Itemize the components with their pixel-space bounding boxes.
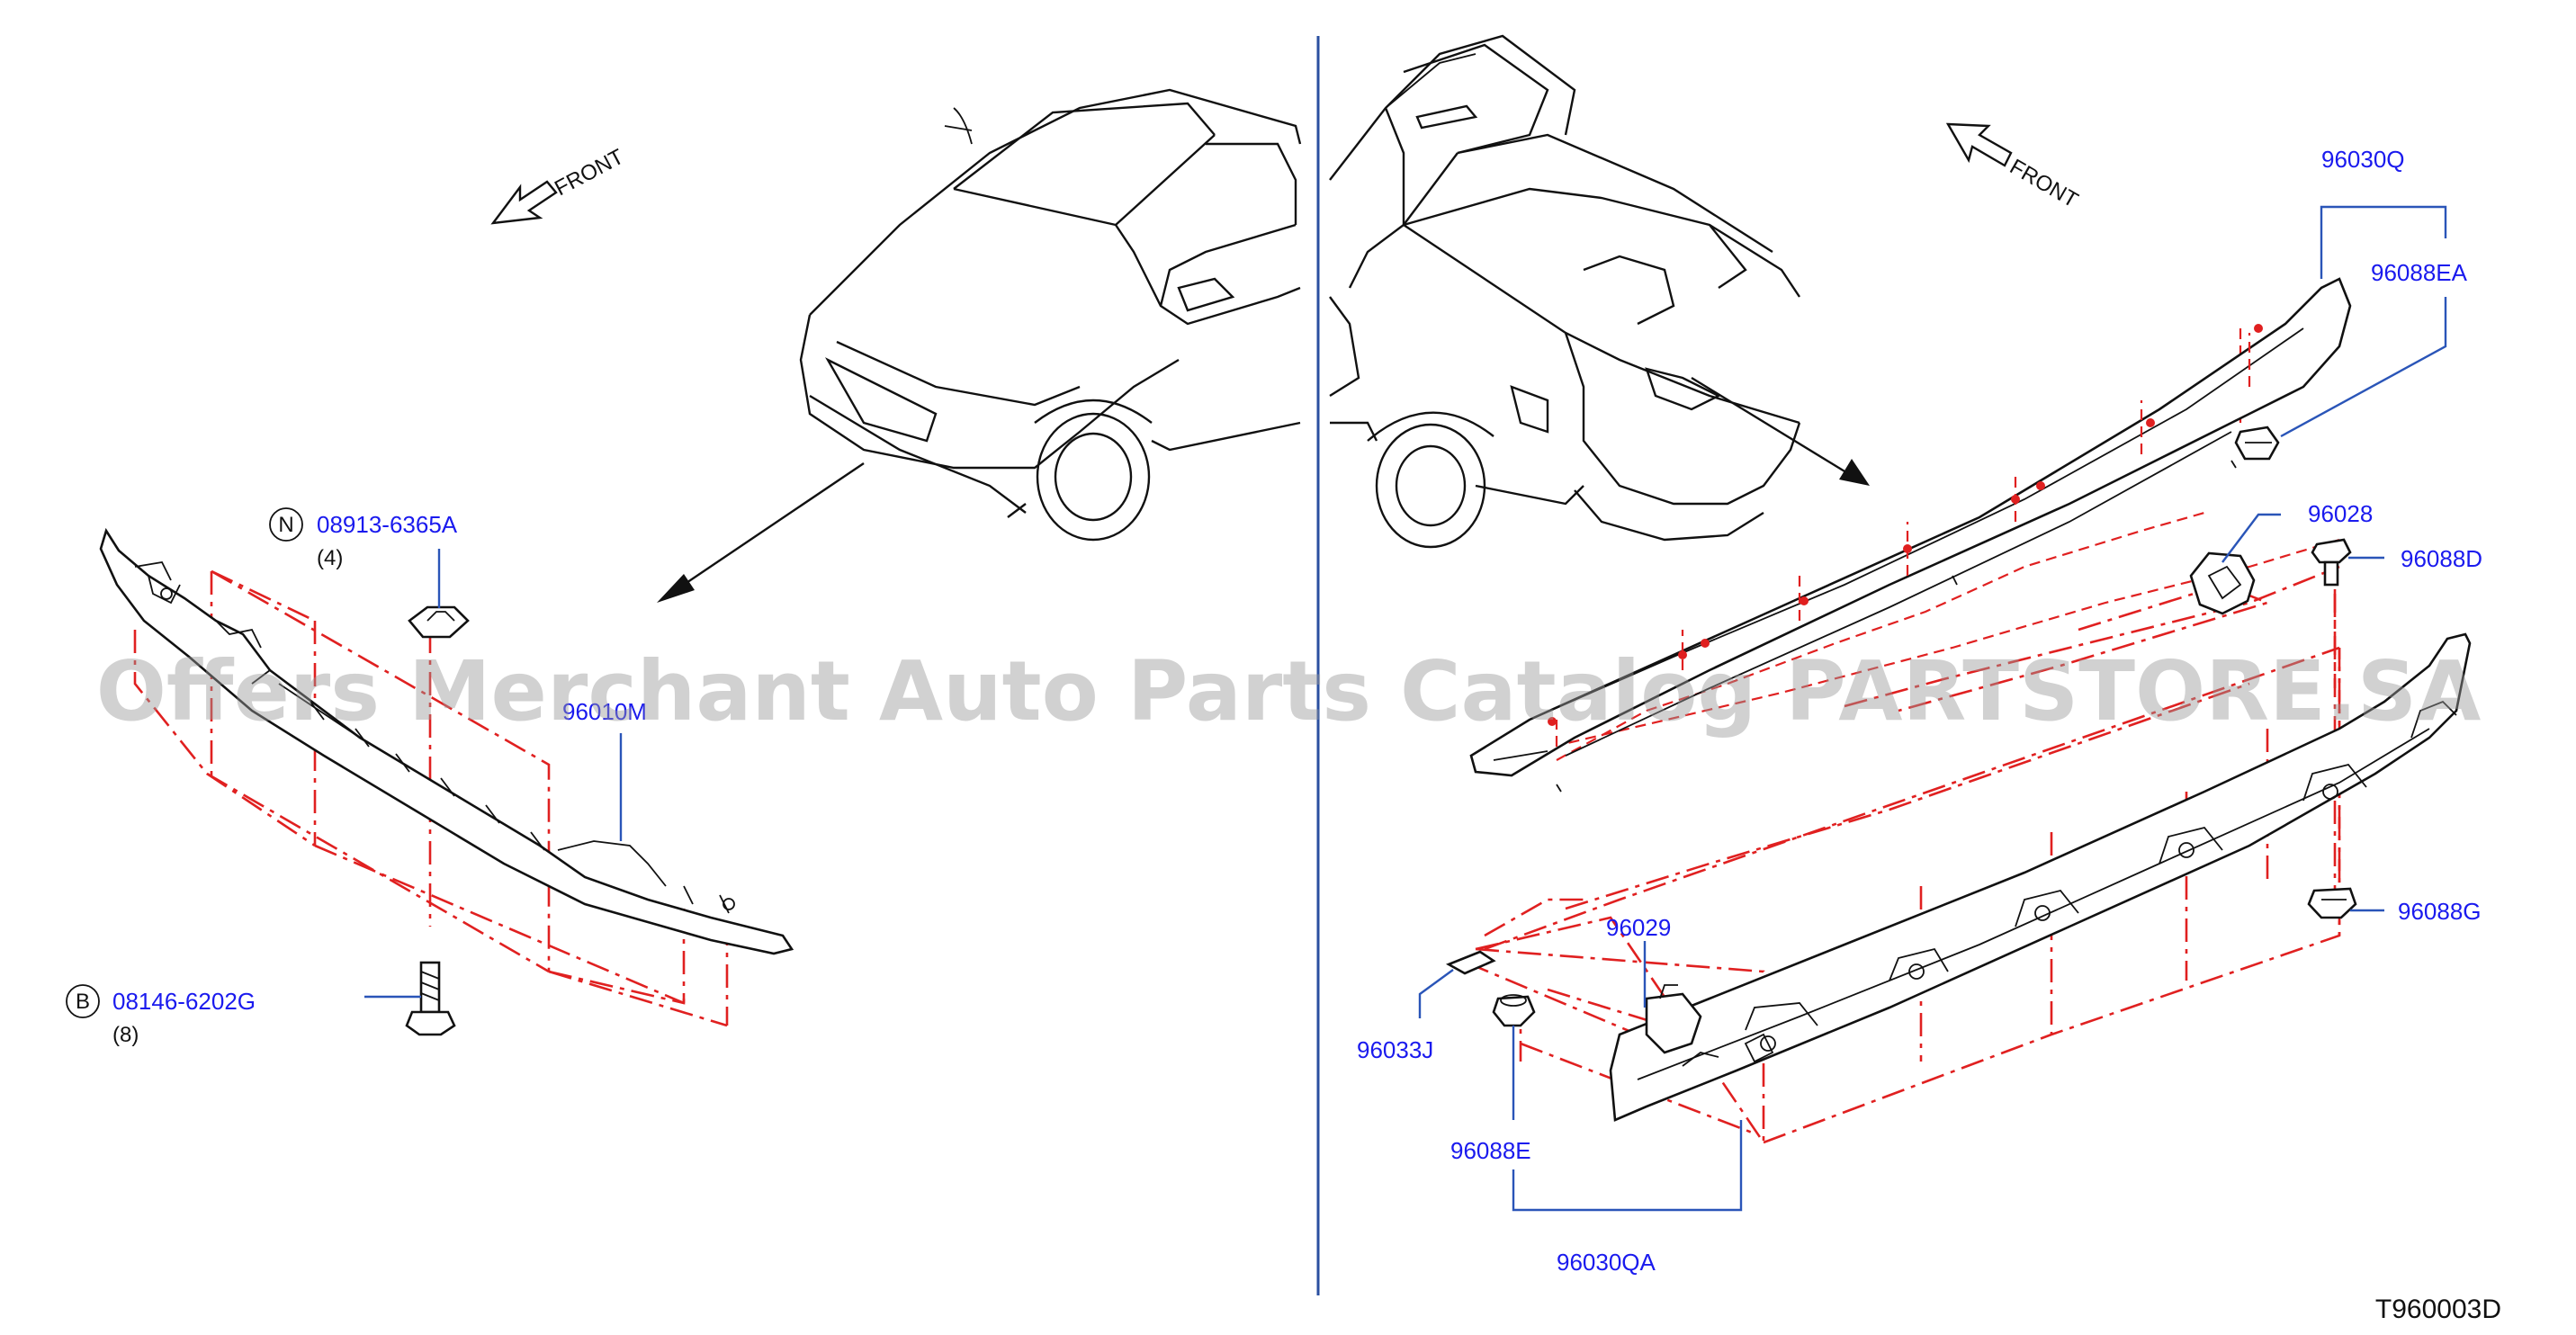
rear-vehicle-illustration [1329,34,1801,549]
clip-96088EA [2234,426,2280,461]
bracket-96028 [2189,551,2256,615]
callout-08913-6365A: N 08913-6365A (4) [269,507,458,570]
leader-96028 [2221,513,2281,563]
symbol-n: N [278,513,293,537]
side-step-lower [1609,632,2472,1122]
callout-08146-6202G: B 08146-6202G (8) [66,984,256,1047]
phantom-lines-left [133,569,729,1027]
clip-96088D [2311,538,2352,587]
label-96088EA: 96088EA [2371,259,2468,286]
label-96088D: 96088D [2401,545,2482,572]
cap-96033J [1445,950,1496,975]
label-08913-6365A: 08913-6365A [317,511,458,538]
symbol-b: B [76,990,90,1014]
clip-96088G [2307,887,2357,919]
callout-96010M: 96010M [562,698,647,725]
detail-arrow-left [657,462,865,603]
label-96030Q: 96030Q [2321,146,2405,173]
detail-arrow-right [1691,376,1870,486]
label-08146-6202G: 08146-6202G [112,988,256,1015]
label-96029: 96029 [1606,914,1671,941]
label-96033J: 96033J [1357,1036,1433,1063]
qty-08913: (4) [317,546,343,570]
label-96088E: 96088E [1450,1137,1531,1164]
label-96010M: 96010M [562,698,647,725]
clip-96088E [1492,994,1536,1027]
bolt-08146-6202G [405,961,456,1036]
clip-08913-6365A [408,605,470,639]
front-arrow-right: FRONT [1945,122,2082,213]
leader-96030QA [1512,1120,1743,1212]
front-arrow-left: FRONT [490,144,628,225]
side-step-upper [1469,277,2352,793]
leader-96088EA [2280,297,2447,438]
upper-step-clip-holes [1548,324,2263,747]
label-96028: 96028 [2308,500,2373,527]
front-vehicle-illustration [799,88,1302,542]
diagram-code: T960003D [2375,1295,2501,1324]
front-under-cover [99,527,794,955]
label-96030QA: 96030QA [1557,1249,1656,1276]
leader-96033J [1418,969,1454,1018]
label-96088G: 96088G [2398,898,2482,925]
qty-08146: (8) [112,1023,139,1047]
front-label-right: FRONT [2006,155,2082,213]
front-label-left: FRONT [551,144,628,201]
bracket-96029 [1645,984,1702,1054]
watermark-text: Offers Merchant Auto Parts Catalog PARTS… [96,643,2482,739]
leader-96030Q [2320,205,2447,279]
